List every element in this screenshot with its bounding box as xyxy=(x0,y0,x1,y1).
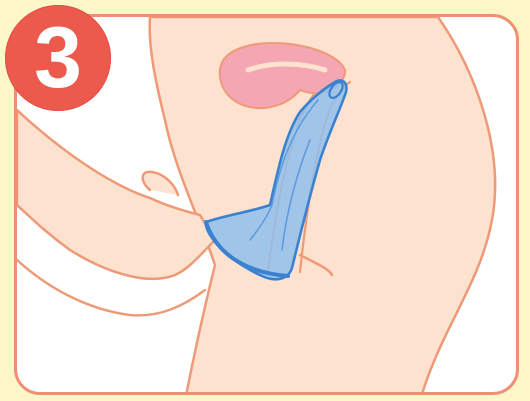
step-number-badge: 3 xyxy=(5,5,111,111)
thumb xyxy=(143,172,178,195)
